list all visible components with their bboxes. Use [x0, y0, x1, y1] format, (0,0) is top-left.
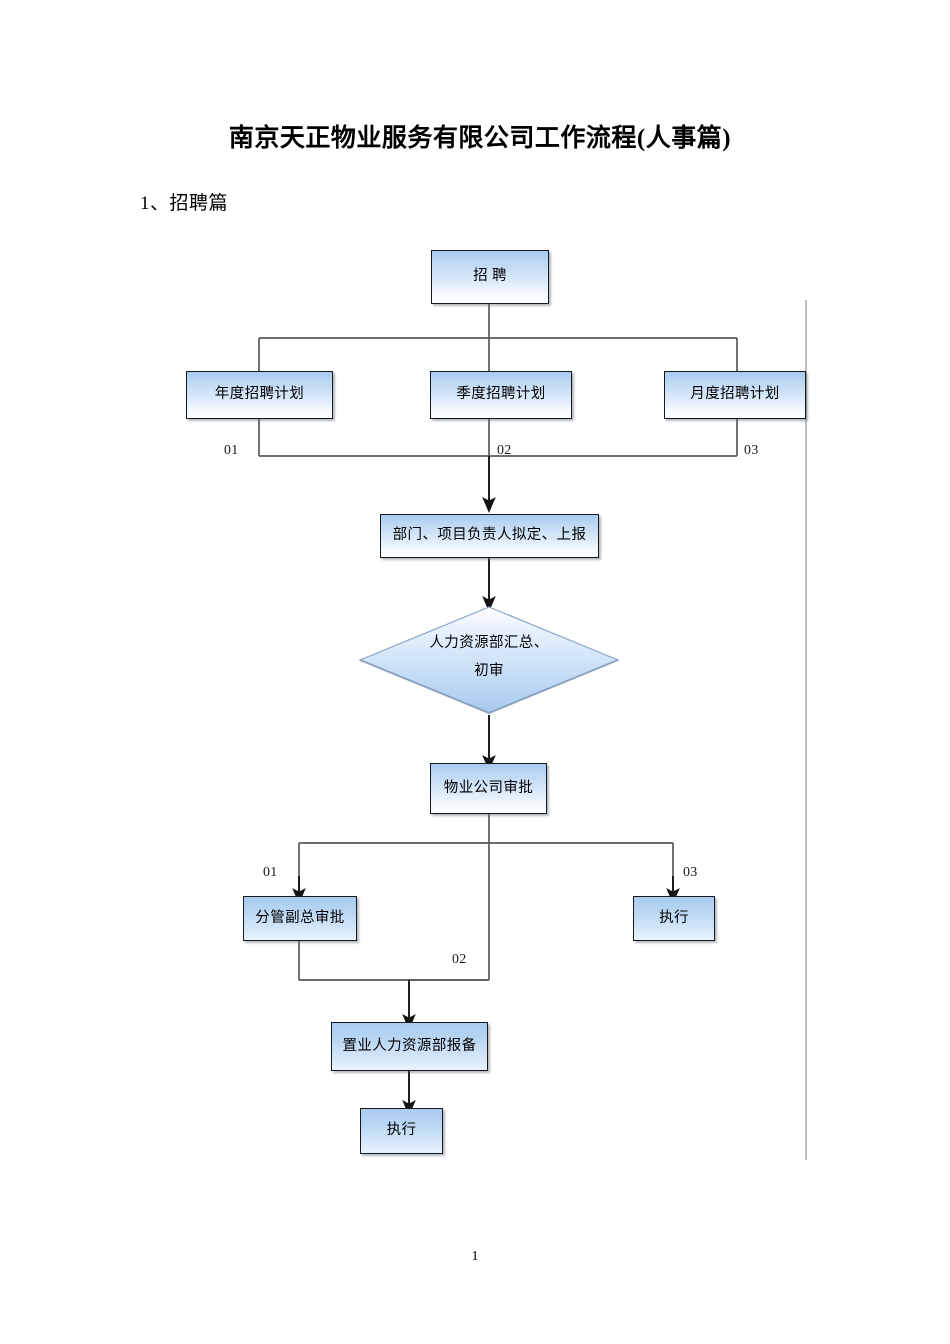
node-property-approval[interactable]: 物业公司审批 — [430, 763, 547, 814]
node-department-draft-label: 部门、项目负责人拟定、上报 — [392, 527, 587, 544]
branch-label-approval-03: 03 — [683, 865, 698, 880]
node-monthly-plan[interactable]: 月度招聘计划 — [664, 371, 806, 419]
section-heading: 1、招聘篇 — [140, 193, 229, 214]
branch-label-plan-03: 03 — [744, 443, 759, 458]
branch-label-approval-02: 02 — [452, 952, 467, 967]
node-recruitment[interactable]: 招 聘 — [431, 250, 549, 304]
node-monthly-plan-label: 月度招聘计划 — [690, 386, 780, 403]
node-hr-filing-label: 置业人力资源部报备 — [342, 1037, 477, 1054]
node-execute-bottom-label: 执行 — [386, 1122, 417, 1139]
node-execute-right[interactable]: 执行 — [633, 896, 715, 941]
node-property-approval-label: 物业公司审批 — [443, 779, 534, 796]
node-execute-right-label: 执行 — [659, 909, 689, 926]
branch-label-plan-02: 02 — [497, 443, 512, 458]
page-title: 南京天正物业服务有限公司工作流程(人事篇) — [228, 125, 732, 152]
node-quarterly-plan-label: 季度招聘计划 — [456, 386, 546, 403]
node-hr-review-label-line2: 初审 — [474, 662, 504, 679]
page-number: 1 — [471, 1249, 479, 1264]
node-annual-plan[interactable]: 年度招聘计划 — [186, 371, 333, 419]
node-recruitment-label: 招 聘 — [473, 268, 507, 285]
node-hr-review-label-line1: 人力资源部汇总、 — [429, 635, 549, 651]
node-hr-review-decision[interactable]: 人力资源部汇总、 初审 — [357, 604, 621, 716]
branch-label-approval-01: 01 — [263, 865, 278, 880]
node-hr-filing[interactable]: 置业人力资源部报备 — [331, 1022, 488, 1071]
node-execute-bottom[interactable]: 执行 — [360, 1108, 443, 1154]
node-vp-approval-label: 分管副总审批 — [255, 909, 345, 926]
frame-guide-line — [805, 300, 807, 1160]
node-vp-approval[interactable]: 分管副总审批 — [243, 896, 357, 941]
node-annual-plan-label: 年度招聘计划 — [214, 386, 305, 403]
node-department-draft[interactable]: 部门、项目负责人拟定、上报 — [380, 514, 599, 558]
branch-label-plan-01: 01 — [224, 443, 239, 458]
node-quarterly-plan[interactable]: 季度招聘计划 — [430, 371, 572, 419]
